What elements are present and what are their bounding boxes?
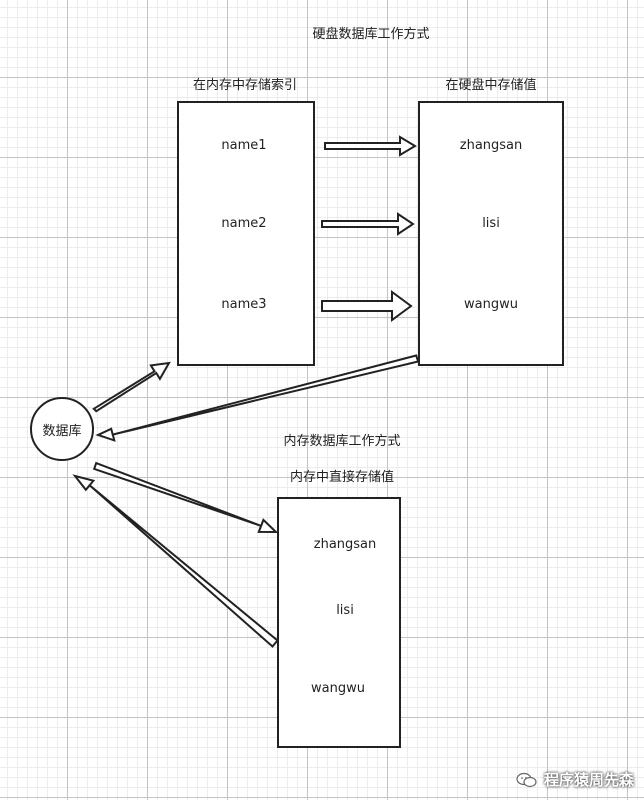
arrow-name3-to-wangwu <box>321 290 413 322</box>
index-item-3: name3 <box>221 297 267 312</box>
value-box-label: 在硬盘中存储值 <box>445 78 537 93</box>
index-item-2: name2 <box>221 216 267 231</box>
disk-value-box <box>418 101 564 366</box>
watermark: 程序猿周先森 <box>516 769 634 790</box>
arrow-db-to-memory-box <box>92 461 279 534</box>
wechat-icon <box>516 772 537 787</box>
disk-value-item-1: zhangsan <box>459 138 523 153</box>
disk-value-item-3: wangwu <box>464 297 518 312</box>
index-box-label: 在内存中存储索引 <box>192 78 298 93</box>
memory-value-item-3: wangwu <box>311 681 365 696</box>
arrow-db-to-index-box <box>92 361 171 413</box>
memory-value-box <box>277 497 401 748</box>
arrow-name2-to-lisi <box>321 212 415 236</box>
database-node: 数据库 <box>30 397 94 461</box>
arrow-memory-box-to-db <box>72 474 279 648</box>
memory-value-item-2: lisi <box>336 603 354 618</box>
database-label: 数据库 <box>42 423 82 439</box>
arrow-name1-to-zhangsan <box>324 135 417 157</box>
disk-db-title: 硬盘数据库工作方式 <box>312 27 430 42</box>
memory-box-label: 内存中直接存储值 <box>289 470 395 485</box>
index-item-1: name1 <box>221 138 267 153</box>
index-box <box>177 101 315 366</box>
arrow-value-box-to-db <box>95 354 420 442</box>
memory-db-title: 内存数据库工作方式 <box>283 434 401 449</box>
watermark-text: 程序猿周先森 <box>543 771 634 789</box>
memory-value-item-1: zhangsan <box>313 537 377 552</box>
disk-value-item-2: lisi <box>482 216 500 231</box>
